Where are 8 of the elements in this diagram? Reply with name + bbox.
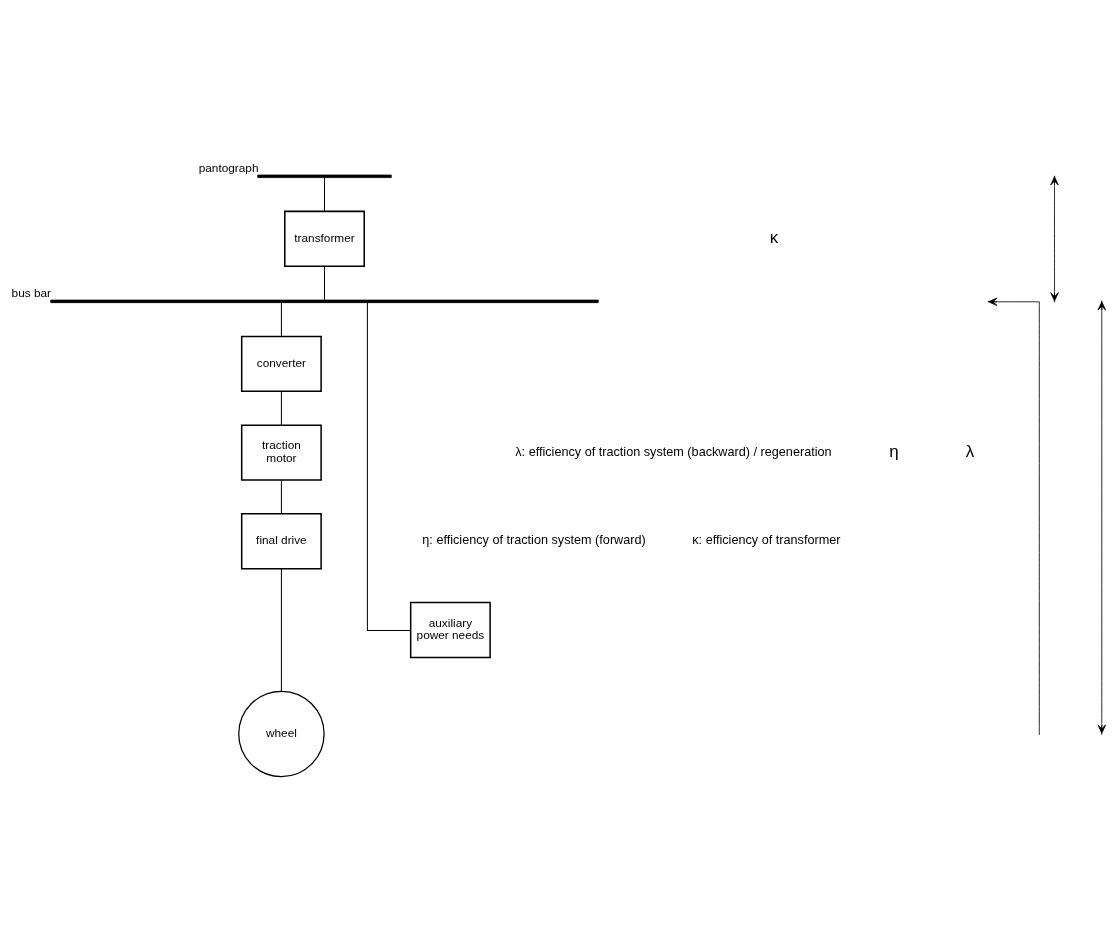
- label: κ: [769, 227, 779, 247]
- label: λ: efficiency of traction system (backward) / regeneration: [515, 444, 832, 459]
- node-label: bus bar: [11, 285, 52, 300]
- node-label: pantograph: [198, 160, 259, 175]
- label: κ: efficiency of transformer: [692, 532, 841, 547]
- label: η: efficiency of traction system (forward): [422, 532, 646, 547]
- label: η: [889, 441, 899, 461]
- label: λ: [965, 441, 975, 461]
